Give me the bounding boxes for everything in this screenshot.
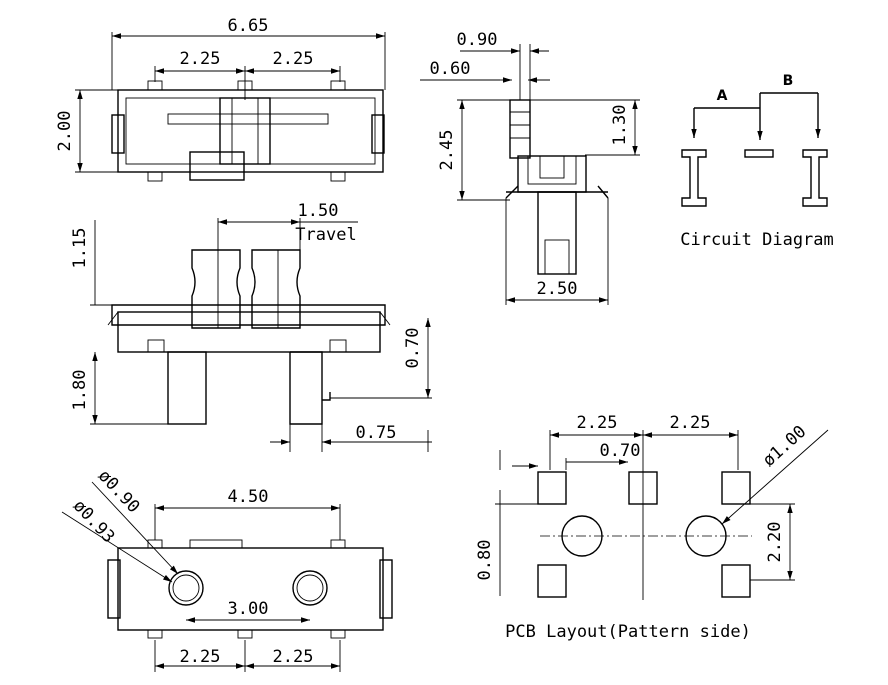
top-height-label: 2.00 bbox=[55, 111, 75, 152]
post-span-label: 4.50 bbox=[228, 487, 269, 507]
pcb-right-pitch-label: 2.25 bbox=[670, 413, 711, 433]
front-knob-height-label: 1.15 bbox=[70, 228, 90, 269]
side-knob-height-label: 1.30 bbox=[610, 105, 630, 146]
side-dim-a-label: 0.90 bbox=[457, 30, 498, 50]
top-right-span-label: 2.25 bbox=[273, 49, 314, 69]
bottom-right-pitch-label: 2.25 bbox=[273, 647, 314, 667]
travel-caption: Travel bbox=[295, 225, 356, 245]
side-view: 0.90 0.60 1.30 2.45 2.50 bbox=[420, 30, 640, 305]
circuit-diagram: A B Circuit Diagram bbox=[680, 73, 834, 250]
pcb-hole-dia-label: ø1.00 bbox=[759, 422, 810, 471]
pcb-pad-gap-label: 0.70 bbox=[600, 441, 641, 461]
terminal-a-label: A bbox=[717, 88, 728, 104]
side-dim-b-label: 0.60 bbox=[430, 59, 471, 79]
lead-gap-label: 0.70 bbox=[403, 328, 423, 369]
pcb-left-pitch-label: 2.25 bbox=[577, 413, 618, 433]
overall-width-label: 6.65 bbox=[228, 16, 269, 36]
travel-value-label: 1.50 bbox=[298, 201, 339, 221]
terminal-b-label: B bbox=[783, 73, 794, 89]
pcb-layout: 2.25 2.25 0.70 ø1.00 2.20 0.80 PCB Layou… bbox=[475, 413, 829, 642]
top-view: 6.65 2.25 2.25 2.00 bbox=[55, 16, 386, 182]
pcb-caption: PCB Layout(Pattern side) bbox=[505, 622, 751, 642]
side-width-label: 2.50 bbox=[537, 279, 578, 299]
bottom-view: 4.50 ø0.90 ø0.93 3.00 2.25 2.25 bbox=[61, 466, 393, 672]
top-left-span-label: 2.25 bbox=[180, 49, 221, 69]
lead-length-label: 1.80 bbox=[70, 370, 90, 411]
bottom-left-pitch-label: 2.25 bbox=[180, 647, 221, 667]
pcb-row-height-label: 2.20 bbox=[765, 522, 785, 563]
front-view: 1.50 Travel 1.15 0.70 1.80 0.7 bbox=[70, 201, 432, 452]
hole-spacing-label: 3.00 bbox=[228, 599, 269, 619]
pcb-pad-size-label: 0.80 bbox=[475, 540, 495, 581]
circuit-caption: Circuit Diagram bbox=[680, 230, 834, 250]
lead-width-label: 0.75 bbox=[356, 423, 397, 443]
side-total-height-label: 2.45 bbox=[437, 130, 457, 171]
